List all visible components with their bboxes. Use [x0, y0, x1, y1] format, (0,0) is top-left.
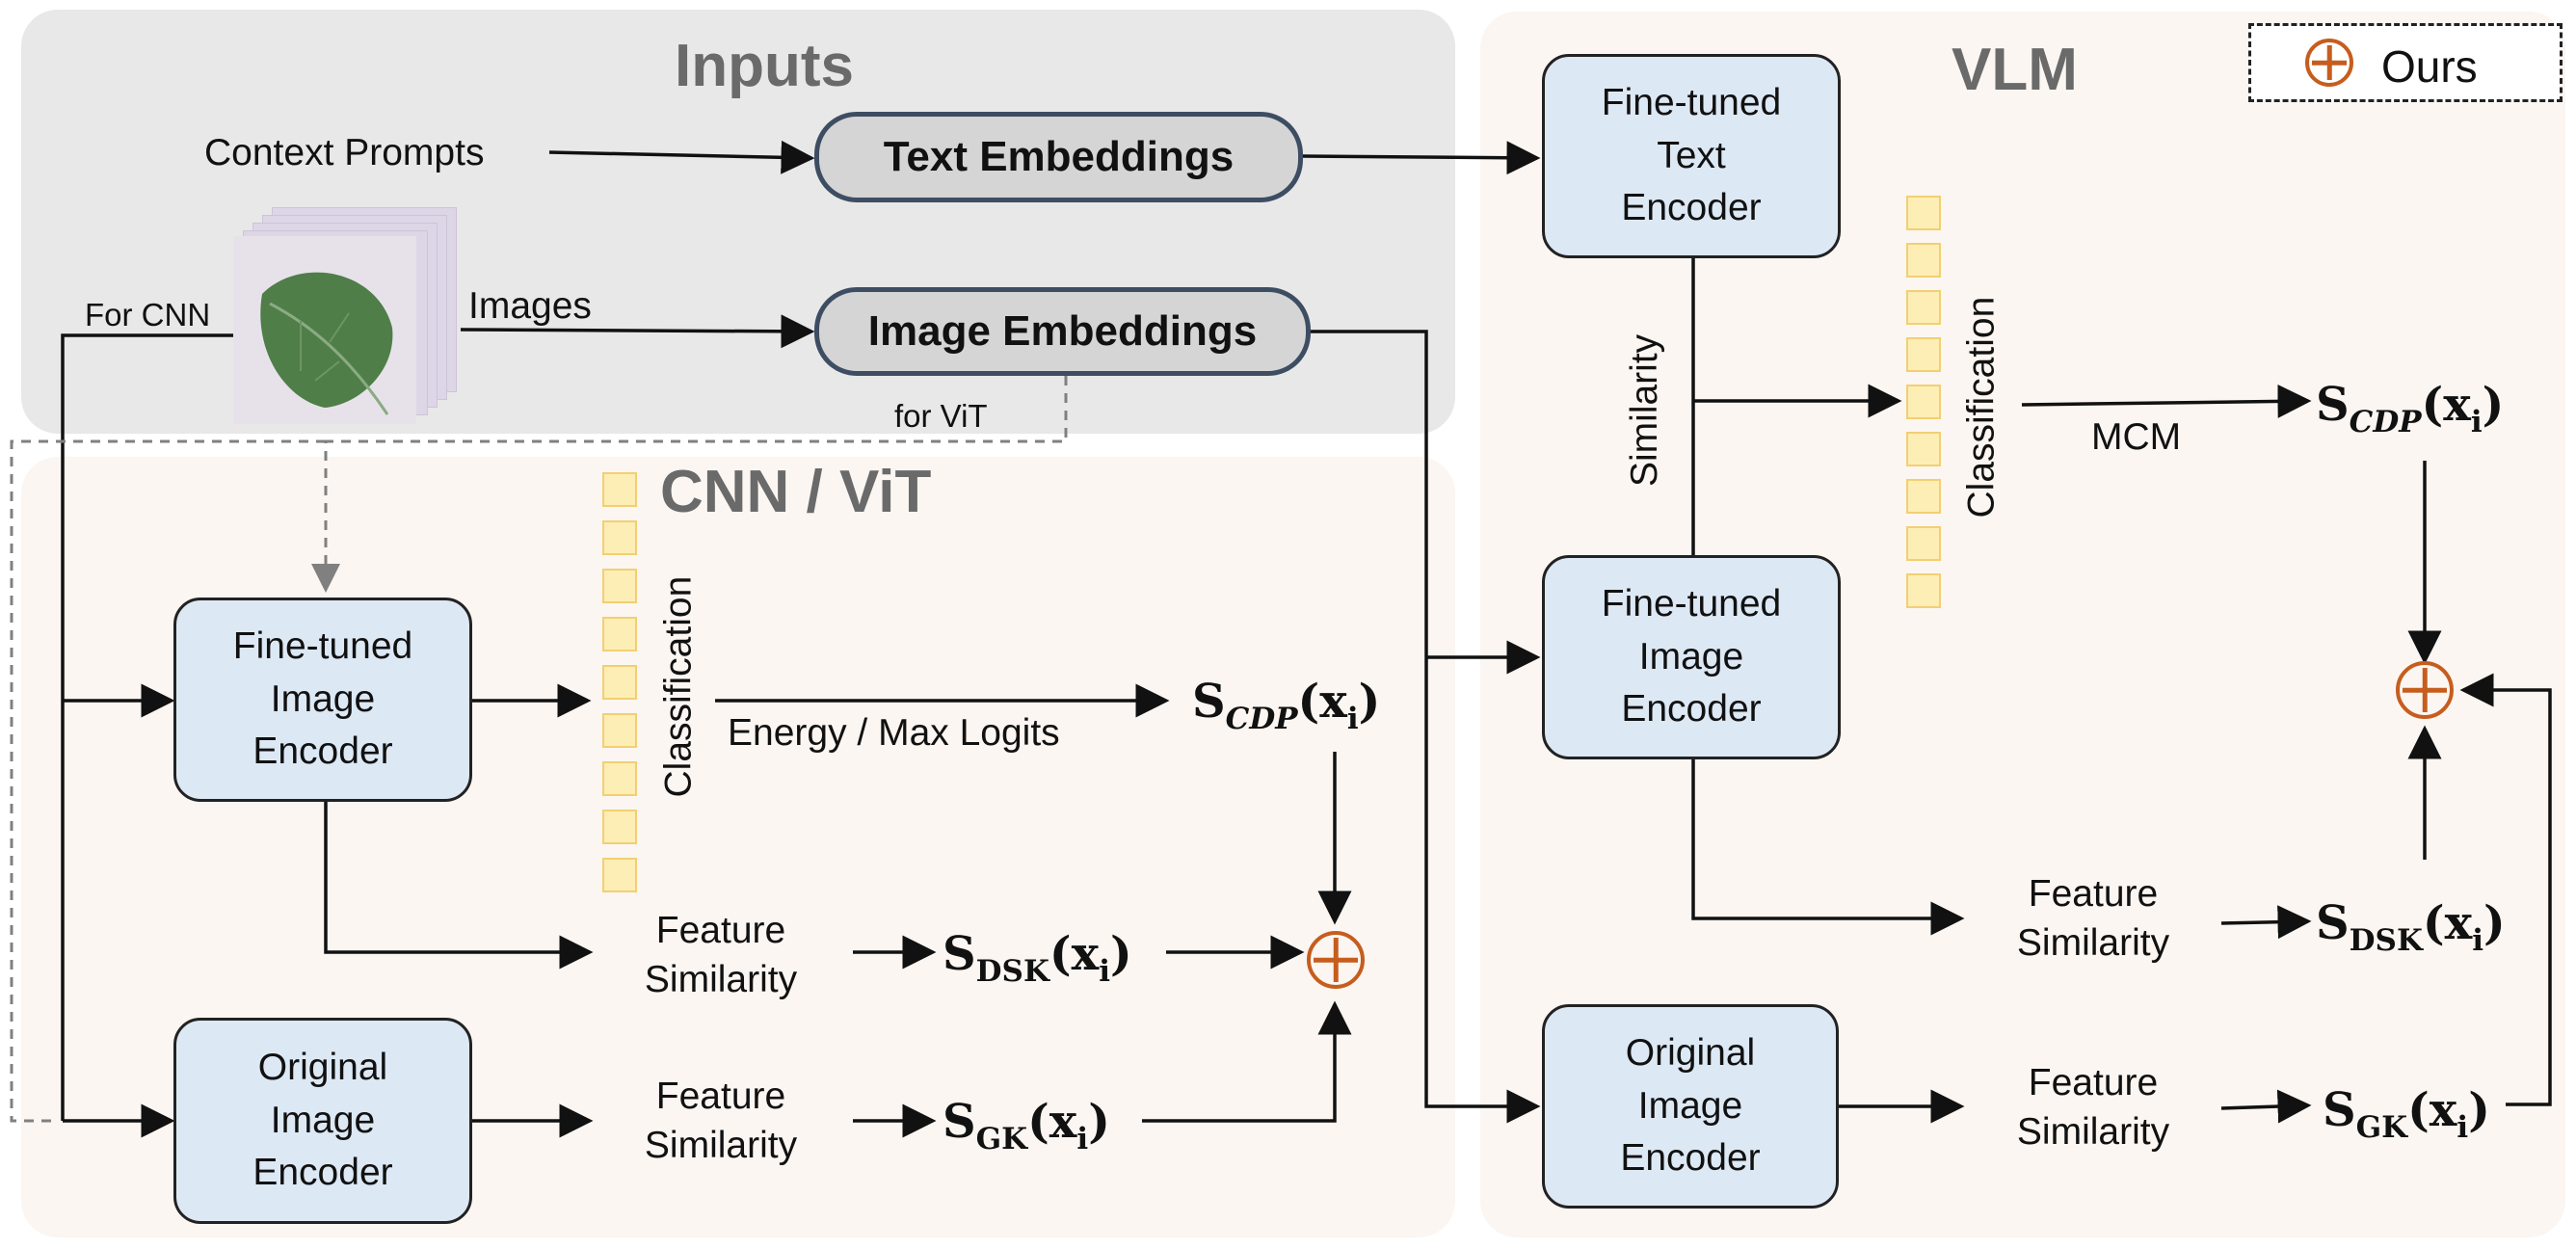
classification-cell — [1906, 290, 1941, 325]
text-embeddings-pill: Text Embeddings — [814, 112, 1303, 202]
energy-max-logits-label: Energy / Max Logits — [728, 712, 1060, 754]
cnn-score-dsk: SDSK(xi) — [943, 927, 1132, 989]
legend-label: Ours — [2381, 41, 2478, 92]
vlm-similarity-label: Similarity — [1624, 333, 1665, 487]
cnn-fusion-oplus-icon — [1307, 931, 1365, 989]
cnn-classification-label: Classification — [657, 575, 700, 798]
classification-cell — [602, 665, 637, 700]
vlm-score-gk: SGK(xi) — [2323, 1083, 2490, 1145]
classification-cell — [1906, 385, 1941, 419]
for-cnn-label: For CNN — [85, 297, 211, 332]
cnn-vit-title: CNN / ViT — [660, 459, 932, 525]
vlm-score-cdp: SCDP(xi) — [2316, 378, 2505, 439]
images-label: Images — [468, 285, 592, 327]
classification-cell — [602, 810, 637, 844]
classification-cell — [1906, 573, 1941, 608]
vlm-finetuned-text-encoder: Fine-tuned Text Encoder — [1542, 54, 1841, 258]
for-vit-label: for ViT — [894, 398, 988, 434]
image-embeddings-pill: Image Embeddings — [814, 287, 1311, 376]
vlm-feature-similarity-1: Feature Similarity — [2016, 873, 2170, 965]
classification-cell — [602, 472, 637, 507]
classification-cell — [1906, 479, 1941, 514]
classification-cell — [1906, 432, 1941, 466]
classification-cell — [1906, 526, 1941, 561]
context-prompts-label: Context Prompts — [204, 132, 485, 173]
classification-cell — [602, 569, 637, 603]
vlm-score-dsk: SDSK(xi) — [2316, 896, 2506, 958]
vlm-finetuned-image-encoder: Fine-tuned Image Encoder — [1542, 555, 1841, 759]
oplus-icon — [2305, 39, 2353, 87]
leaf-icon — [260, 272, 393, 415]
classification-cell — [602, 713, 637, 748]
cnn-score-cdp: SCDP(xi) — [1192, 675, 1381, 736]
classification-cell — [602, 520, 637, 555]
legend: Ours — [2248, 23, 2563, 102]
classification-cell — [602, 858, 637, 892]
cnn-feature-similarity-2: Feature Similarity — [644, 1076, 798, 1167]
input-images-stack — [233, 207, 457, 424]
leaf-image — [233, 236, 416, 424]
classification-cell — [602, 761, 637, 796]
vlm-feature-similarity-2: Feature Similarity — [2016, 1062, 2170, 1154]
cnn-original-image-encoder: Original Image Encoder — [173, 1018, 472, 1224]
cnn-finetuned-image-encoder: Fine-tuned Image Encoder — [173, 598, 472, 802]
cnn-score-gk: SGK(xi) — [943, 1095, 1110, 1156]
cnn-feature-similarity-1: Feature Similarity — [644, 910, 798, 1001]
vlm-title: VLM — [1952, 37, 2078, 103]
vlm-classification-label: Classification — [1960, 296, 2003, 518]
vlm-fusion-oplus-icon — [2396, 661, 2454, 719]
mcm-label: MCM — [2091, 416, 2182, 458]
classification-cell — [1906, 196, 1941, 230]
classification-cell — [1906, 243, 1941, 278]
inputs-title: Inputs — [675, 33, 854, 99]
classification-cell — [602, 617, 637, 651]
classification-cell — [1906, 337, 1941, 372]
vlm-original-image-encoder: Original Image Encoder — [1542, 1004, 1839, 1209]
